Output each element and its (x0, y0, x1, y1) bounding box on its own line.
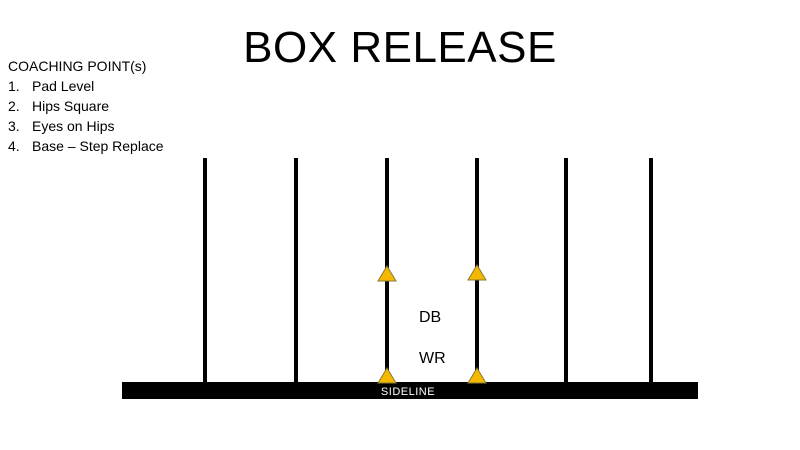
cone-upper-right (467, 264, 487, 281)
coaching-point-number: 4. (8, 138, 20, 154)
coaching-point-4: 4. Base – Step Replace (8, 136, 164, 156)
coaching-point-3: 3. Eyes on Hips (8, 116, 164, 136)
sideline-label: SIDELINE (381, 386, 435, 398)
coaching-points-list: 1. Pad Level 2. Hips Square 3. Eyes on H… (8, 76, 164, 156)
coaching-point-text: Hips Square (32, 98, 110, 114)
cone-lower-right (467, 367, 487, 384)
cone-lower-left (377, 367, 397, 384)
coaching-points-heading: COACHING POINT(s) (8, 58, 147, 74)
coaching-point-text: Pad Level (32, 78, 95, 94)
cone-upper-left (377, 265, 397, 282)
player-label-db: DB (419, 309, 441, 326)
coaching-point-number: 2. (8, 98, 20, 114)
coaching-point-text: Base – Step Replace (32, 138, 164, 154)
coaching-point-text: Eyes on Hips (32, 118, 115, 134)
coaching-point-2: 2. Hips Square (8, 96, 164, 116)
coaching-point-1: 1. Pad Level (8, 76, 164, 96)
coaching-point-number: 1. (8, 78, 20, 94)
slide-title: BOX RELEASE (243, 23, 557, 72)
coaching-point-number: 3. (8, 118, 20, 134)
sideline-bar (122, 382, 698, 399)
coaching-points-panel: COACHING POINT(s) 1. Pad Level 2. Hips S… (8, 56, 164, 156)
player-label-wr: WR (419, 350, 446, 367)
